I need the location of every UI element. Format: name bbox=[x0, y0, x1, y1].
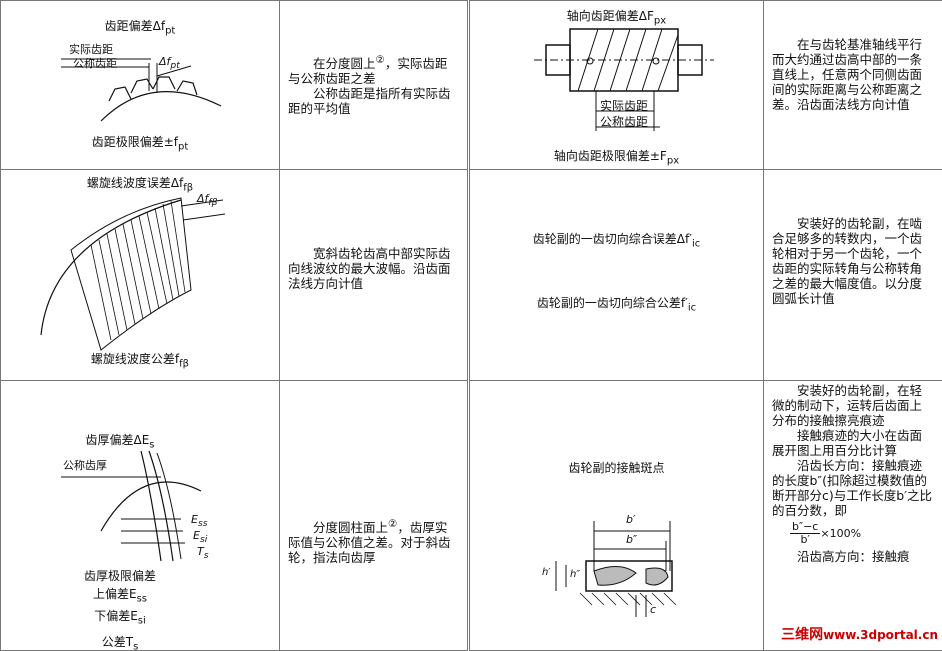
row3-left-desc-cell: 分度圆柱面上②，齿厚实际值与公称值之差。对于斜齿轮，指法向齿厚 bbox=[280, 381, 468, 651]
row1-left-desc-cell: 在分度圆上②，实际齿距与公称齿距之差 公称齿距是指所有实际齿距的平均值 bbox=[280, 1, 468, 170]
upper-deviation-label: 上偏差Ess bbox=[1, 585, 280, 604]
b-prime-label: b′ bbox=[626, 513, 635, 526]
axial-pitch-description: 在与齿轮基准轴线平行而大约通过齿高中部的一条直线上，任意两个同侧齿面间的实际距离… bbox=[764, 37, 942, 112]
axial-actual-pitch-label: 实际齿距 bbox=[600, 97, 648, 114]
helix-waviness-description: 宽斜齿轮齿高中部实际齿向线波纹的最大波幅。沿齿面法线方向计值 bbox=[280, 246, 467, 291]
nominal-thickness-label: 公称齿厚 bbox=[63, 457, 107, 473]
pitch-limit-title: 齿距极限偏差±fpt bbox=[1, 133, 279, 152]
helix-waviness-figure bbox=[1, 170, 280, 380]
axial-nominal-pitch-label: 公称齿距 bbox=[600, 113, 648, 130]
table-row: 螺旋线波度误差Δffβ bbox=[1, 170, 942, 381]
row2-mid-cell: 齿轮副的一齿切向综合误差Δf′ic 齿轮副的一齿切向综合公差f′ic bbox=[470, 170, 764, 381]
row3-right-desc-cell: 安装好的齿轮副，在轻微的制动下，运转后齿面上分布的接触擦亮痕迹 接触痕迹的大小在… bbox=[764, 381, 942, 651]
h-prime-label: h′ bbox=[542, 567, 551, 578]
row1-right-figure-cell: 轴向齿距偏差ΔFpx bbox=[470, 1, 764, 170]
h-double-prime-label: h″ bbox=[570, 569, 580, 580]
row3-left-figure-cell: 齿厚偏差ΔEs 公称齿厚 Ess Esi Ts 齿厚极限偏差 上偏差Ess bbox=[1, 381, 280, 651]
esi-label: Esi bbox=[193, 529, 207, 545]
axial-pitch-limit-title: 轴向齿距极限偏差±Fpx bbox=[470, 147, 763, 166]
single-tooth-tangential-tolerance-label: 齿轮副的一齿切向综合公差f′ic bbox=[470, 294, 763, 313]
table-row: 齿距偏差Δfpt 实际齿距 公称齿距 Δfpt 齿距极限偏差±fp bbox=[1, 1, 942, 170]
row2-left-figure-cell: 螺旋线波度误差Δffβ bbox=[1, 170, 280, 381]
helix-waviness-tol-title: 螺旋线波度公差ffβ bbox=[1, 350, 279, 369]
row1-left-figure-cell: 齿距偏差Δfpt 实际齿距 公称齿距 Δfpt 齿距极限偏差±fp bbox=[1, 1, 280, 170]
single-tooth-tangential-error-label: 齿轮副的一齿切向综合误差Δf′ic bbox=[470, 230, 763, 249]
delta-ffb-label: Δffβ bbox=[197, 192, 217, 208]
contact-pattern-figure bbox=[470, 381, 764, 650]
ts-label: Ts bbox=[197, 545, 209, 561]
row2-left-desc-cell: 宽斜齿轮齿高中部实际齿向线波纹的最大波幅。沿齿面法线方向计值 bbox=[280, 170, 468, 381]
ess-label: Ess bbox=[191, 513, 208, 529]
table-row: 齿厚偏差ΔEs 公称齿厚 Ess Esi Ts 齿厚极限偏差 上偏差Ess bbox=[1, 381, 942, 651]
c-label: c bbox=[650, 603, 656, 616]
nominal-pitch-label: 公称齿距 bbox=[73, 55, 117, 71]
axial-pitch-figure bbox=[470, 1, 764, 169]
pitch-deviation-description: 在分度圆上②，实际齿距与公称齿距之差 公称齿距是指所有实际齿距的平均值 bbox=[280, 53, 467, 116]
tooth-thickness-description: 分度圆柱面上②，齿厚实际值与公称值之差。对于斜齿轮，指法向齿厚 bbox=[280, 517, 467, 565]
watermark: 三维网www.3dportal.cn bbox=[781, 624, 938, 644]
tolerance-label: 公差Ts bbox=[1, 633, 280, 651]
contact-pattern-description: 安装好的齿轮副，在轻微的制动下，运转后齿面上分布的接触擦亮痕迹 接触痕迹的大小在… bbox=[764, 383, 942, 564]
b-double-prime-label: b″ bbox=[626, 533, 637, 546]
lower-deviation-label: 下偏差Esi bbox=[1, 607, 280, 626]
single-tooth-description: 安装好的齿轮副，在啮合足够多的转数内，一个齿轮相对于另一个齿轮，一个齿距的实际转… bbox=[764, 216, 942, 306]
row1-right-desc-cell: 在与齿轮基准轴线平行而大约通过齿高中部的一条直线上，任意两个同侧齿面间的实际距离… bbox=[764, 1, 942, 170]
delta-fpt-label: Δfpt bbox=[159, 55, 180, 71]
row2-right-desc-cell: 安装好的齿轮副，在啮合足够多的转数内，一个齿轮相对于另一个齿轮，一个齿距的实际转… bbox=[764, 170, 942, 381]
row3-mid-cell: 齿轮副的接触斑点 bbox=[470, 381, 764, 651]
thickness-limit-label: 齿厚极限偏差 bbox=[1, 567, 280, 584]
